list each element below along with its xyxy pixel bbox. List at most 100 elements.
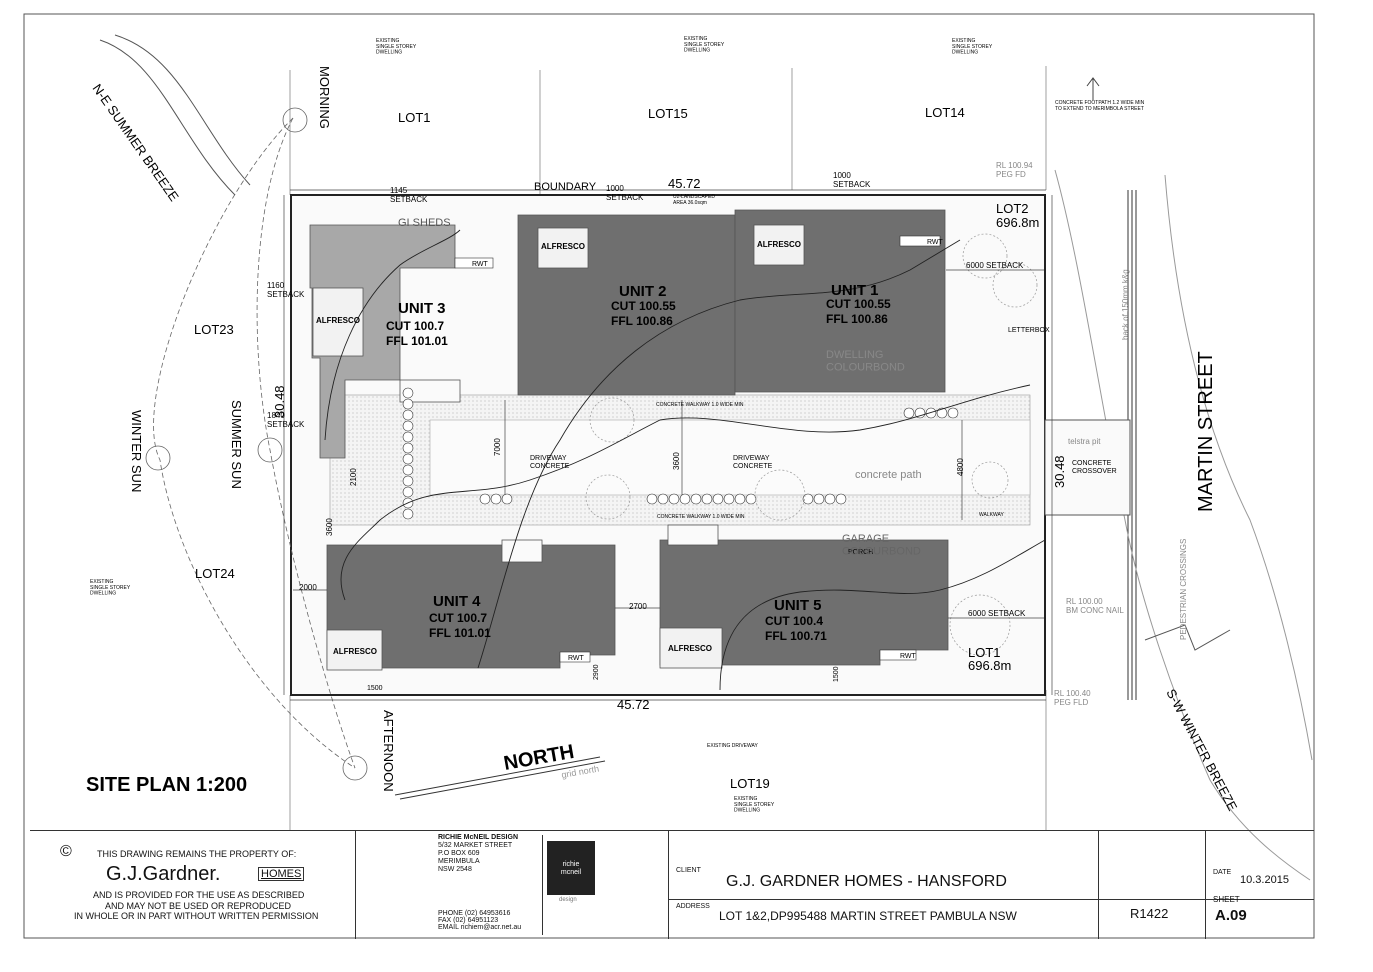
grid-north-label: grid north (561, 764, 600, 780)
neighbour-lot-lines (289, 66, 1047, 830)
date-label: DATE (1213, 869, 1232, 876)
unit-2-label: UNIT 2 CUT 100.55 FFL 100.86 (611, 283, 676, 328)
setback-6000a: 6000 SETBACK (966, 261, 1024, 270)
rwt-label-u5: RWT (900, 653, 917, 660)
svg-text:FFL 100.71: FFL 100.71 (765, 629, 827, 643)
rwt-label-u3: RWT (472, 261, 489, 268)
svg-text:UNIT 3: UNIT 3 (398, 300, 446, 317)
svg-text:CUT 100.55: CUT 100.55 (826, 297, 891, 311)
existing-driveway-note: EXISTING DRIVEWAY (707, 743, 759, 749)
svg-text:UNIT 2: UNIT 2 (619, 283, 667, 300)
sheet-number: A.09 (1215, 907, 1247, 924)
sw-breeze-label: S-W WINTER BREEZE (1163, 686, 1240, 813)
designer-address-3: MERIMBULA (438, 858, 480, 865)
walkway-label-top: CONCRETE WALKWAY 1.0 WIDE MIN (656, 402, 744, 408)
alfresco-label-u2: ALFRESCO (541, 242, 585, 251)
lot24-label: LOT24 (195, 566, 235, 581)
gi-shed (399, 379, 461, 403)
logo-text-3: design (559, 897, 577, 903)
address-divider (668, 899, 1314, 900)
designer-email: EMAIL richiem@acr.net.au (438, 924, 522, 931)
porch-label: PORCH (848, 549, 873, 556)
dim-7000: 7000 (493, 438, 502, 456)
designer-address-4: NSW 2548 (438, 866, 472, 873)
lot2-area: 696.8m (996, 215, 1039, 230)
morning-label: MORNING (317, 66, 332, 129)
svg-text:FFL 101.01: FFL 101.01 (429, 626, 491, 640)
dim-left: 30.48 (272, 385, 287, 418)
telstra-pit-label: telstra pit (1068, 437, 1101, 446)
designer-logo: richie mcneil design (542, 835, 603, 935)
concrete-path-label: concrete path (855, 469, 922, 481)
designer-address-1: 5/32 MARKET STREET (438, 842, 513, 849)
company-tag: HOMES (258, 867, 305, 881)
svg-text:CUT 100.4: CUT 100.4 (765, 614, 823, 628)
rainwater-tanks (454, 235, 941, 663)
unit-3-label: UNIT 3 CUT 100.7 FFL 101.01 (386, 300, 448, 348)
lot15-label: LOT15 (648, 106, 688, 121)
address-value: LOT 1&2,DP995488 MARTIN STREET PAMBULA N… (719, 909, 1017, 923)
martin-street-label: MARTIN STREET (1195, 351, 1217, 512)
svg-text:CUT 100.55: CUT 100.55 (611, 299, 676, 313)
lot1-area: 696.8m (968, 658, 1011, 673)
porch (501, 539, 543, 563)
dim-bottom: 45.72 (617, 697, 650, 712)
property-line: THIS DRAWING REMAINS THE PROPERTY OF: (97, 849, 297, 859)
client-label: CLIENT (676, 867, 701, 874)
use-line-3: IN WHOLE OR IN PART WITHOUT WRITTEN PERM… (74, 911, 319, 921)
alfresco-label-u5: ALFRESCO (668, 644, 712, 653)
dim-2900: 2900 (593, 664, 600, 680)
unit-1-label: UNIT 1 CUT 100.55 FFL 100.86 (826, 282, 891, 326)
kerb-label: back of 150mm k&g (1121, 269, 1130, 340)
lot1-top-label: LOT1 (398, 110, 431, 125)
dim-1500a: 1500 (367, 685, 383, 692)
alfresco-unit-5 (659, 627, 723, 669)
dim-2100: 2100 (349, 468, 358, 486)
logo-bar: richie mcneil (547, 841, 595, 895)
dim-right: 30.48 (1052, 455, 1067, 488)
designer-address-2: P.O BOX 609 (438, 850, 480, 857)
dim-1500b: 1500 (833, 666, 840, 682)
winter-sun-label: WINTER SUN (129, 410, 144, 492)
pedestrian-crossings-label: PEDESTRIAN CROSSINGS (1179, 539, 1188, 640)
logo-text-2: mcneil (560, 869, 582, 876)
dimension-lines (283, 189, 1053, 701)
dim-top: 45.72 (668, 176, 701, 191)
svg-text:CUT 100.7: CUT 100.7 (429, 611, 487, 625)
martin-street-edges (1044, 169, 1313, 881)
svg-text:FFL 100.86: FFL 100.86 (826, 312, 888, 326)
alfresco-unit-1 (753, 224, 805, 266)
svg-text:CUT 100.7: CUT 100.7 (386, 319, 444, 333)
dim-2000: 2000 (299, 583, 317, 592)
walkway-label-right: WALKWAY (979, 512, 1004, 518)
alfresco-unit-3 (312, 287, 364, 357)
date-value: 10.3.2015 (1240, 874, 1289, 886)
svg-text:FFL 101.01: FFL 101.01 (386, 334, 448, 348)
garage-porch (667, 524, 719, 546)
tree-canopies (585, 233, 1038, 656)
rwt-label-u1: RWT (927, 239, 944, 246)
lot19-label: LOT19 (730, 776, 770, 791)
driveway-inner (429, 419, 1031, 496)
site-plan-title: SITE PLAN 1:200 (86, 774, 247, 796)
unit-4-label: UNIT 4 CUT 100.7 FFL 101.01 (429, 593, 491, 640)
svg-text:UNIT 1: UNIT 1 (831, 282, 879, 299)
letterbox-label: LETTERBOX (1008, 327, 1050, 334)
summer-sun-label: SUMMER SUN (229, 400, 244, 489)
address-label: ADDRESS (676, 903, 710, 910)
dim-3600a: 3600 (325, 518, 334, 536)
